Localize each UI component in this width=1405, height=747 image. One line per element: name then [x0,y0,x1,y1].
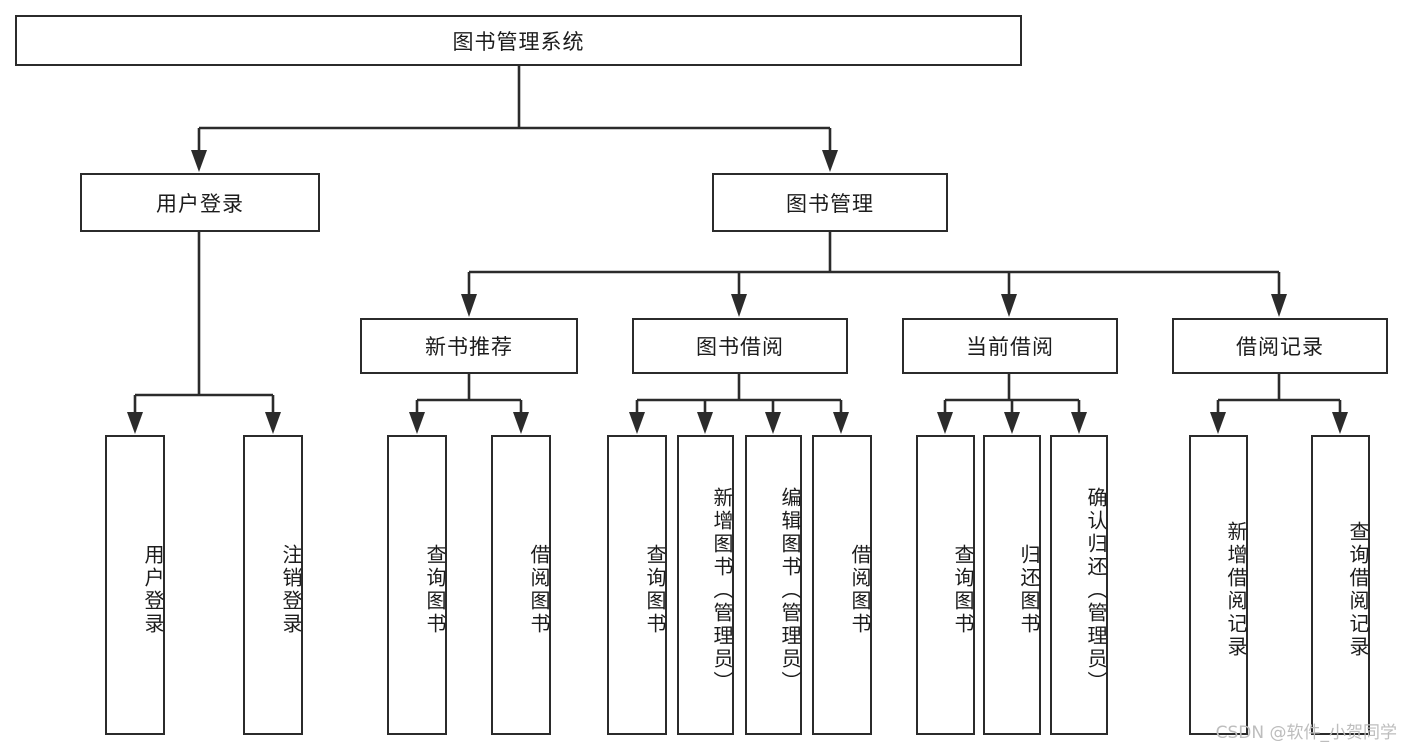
leaf-borrow-book[interactable]: 借阅图书 [812,435,872,735]
arrowhead-bb-leaf3 [765,412,781,434]
leaf-add-book-admin[interactable]: 新增图书（管理员） [677,435,734,735]
leaf-query-book-recommend[interactable]: 查询图书 [387,435,447,735]
node-borrow-record[interactable]: 借阅记录 [1172,318,1388,374]
arrowhead-current-borrow [1001,294,1017,317]
arrowhead-book-borrow [731,294,747,317]
leaf-query-borrow-record[interactable]: 查询借阅记录 [1311,435,1370,735]
leaf-logout[interactable]: 注销登录 [243,435,303,735]
arrowhead-bb-leaf2 [697,412,713,434]
arrowhead-book-manage [822,150,838,172]
arrowhead-bb-leaf1 [629,412,645,434]
leaf-return-book[interactable]: 归还图书 [983,435,1041,735]
arrowhead-leaf-logout [265,412,281,434]
node-user-login[interactable]: 用户登录 [80,173,320,232]
arrowhead-nb-leaf1 [409,412,425,434]
arrowhead-borrow-record [1271,294,1287,317]
node-book-management[interactable]: 图书管理 [712,173,948,232]
node-new-book-recommend[interactable]: 新书推荐 [360,318,578,374]
arrowhead-br-leaf2 [1332,412,1348,434]
csdn-watermark: CSDN @软件_小贺同学 [1215,723,1397,743]
arrowhead-cb-leaf1 [937,412,953,434]
arrowhead-leaf-user-login [127,412,143,434]
leaf-confirm-return-admin[interactable]: 确认归还（管理员） [1050,435,1108,735]
arrowhead-cb-leaf2 [1004,412,1020,434]
arrowhead-nb-leaf2 [513,412,529,434]
leaf-user-login[interactable]: 用户登录 [105,435,165,735]
node-root-system[interactable]: 图书管理系统 [15,15,1022,66]
arrowhead-cb-leaf3 [1071,412,1087,434]
leaf-query-book-current[interactable]: 查询图书 [916,435,975,735]
leaf-borrow-book-recommend[interactable]: 借阅图书 [491,435,551,735]
node-book-borrow[interactable]: 图书借阅 [632,318,848,374]
leaf-query-book-borrow[interactable]: 查询图书 [607,435,667,735]
leaf-edit-book-admin[interactable]: 编辑图书（管理员） [745,435,802,735]
arrowhead-bb-leaf4 [833,412,849,434]
node-current-borrow[interactable]: 当前借阅 [902,318,1118,374]
arrowhead-new-book [461,294,477,317]
arrowhead-user-login [191,150,207,172]
arrowhead-br-leaf1 [1210,412,1226,434]
leaf-add-borrow-record[interactable]: 新增借阅记录 [1189,435,1248,735]
